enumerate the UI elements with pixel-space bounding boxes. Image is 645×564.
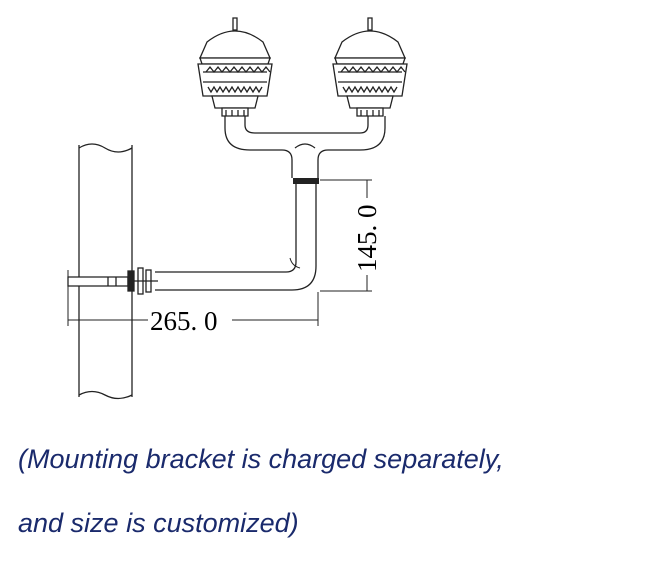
pole [78, 143, 133, 400]
obstruction-light-left [197, 17, 273, 117]
bracket-drawing: 265. 0 145. 0 [67, 17, 408, 400]
mount-bolt [67, 267, 158, 295]
dimension-vertical [320, 179, 372, 292]
dimension-label-265: 265. 0 [150, 306, 218, 336]
dimension-label-145: 145. 0 [352, 205, 382, 273]
dimension-horizontal [67, 270, 319, 326]
obstruction-light-right [332, 17, 408, 117]
bracket-arm [155, 184, 317, 291]
y-branch-pipe [224, 116, 386, 178]
caption-line-1: (Mounting bracket is charged separately, [18, 444, 504, 474]
pipe-connector [293, 178, 319, 184]
caption-line-2: and size is customized) [18, 508, 299, 538]
